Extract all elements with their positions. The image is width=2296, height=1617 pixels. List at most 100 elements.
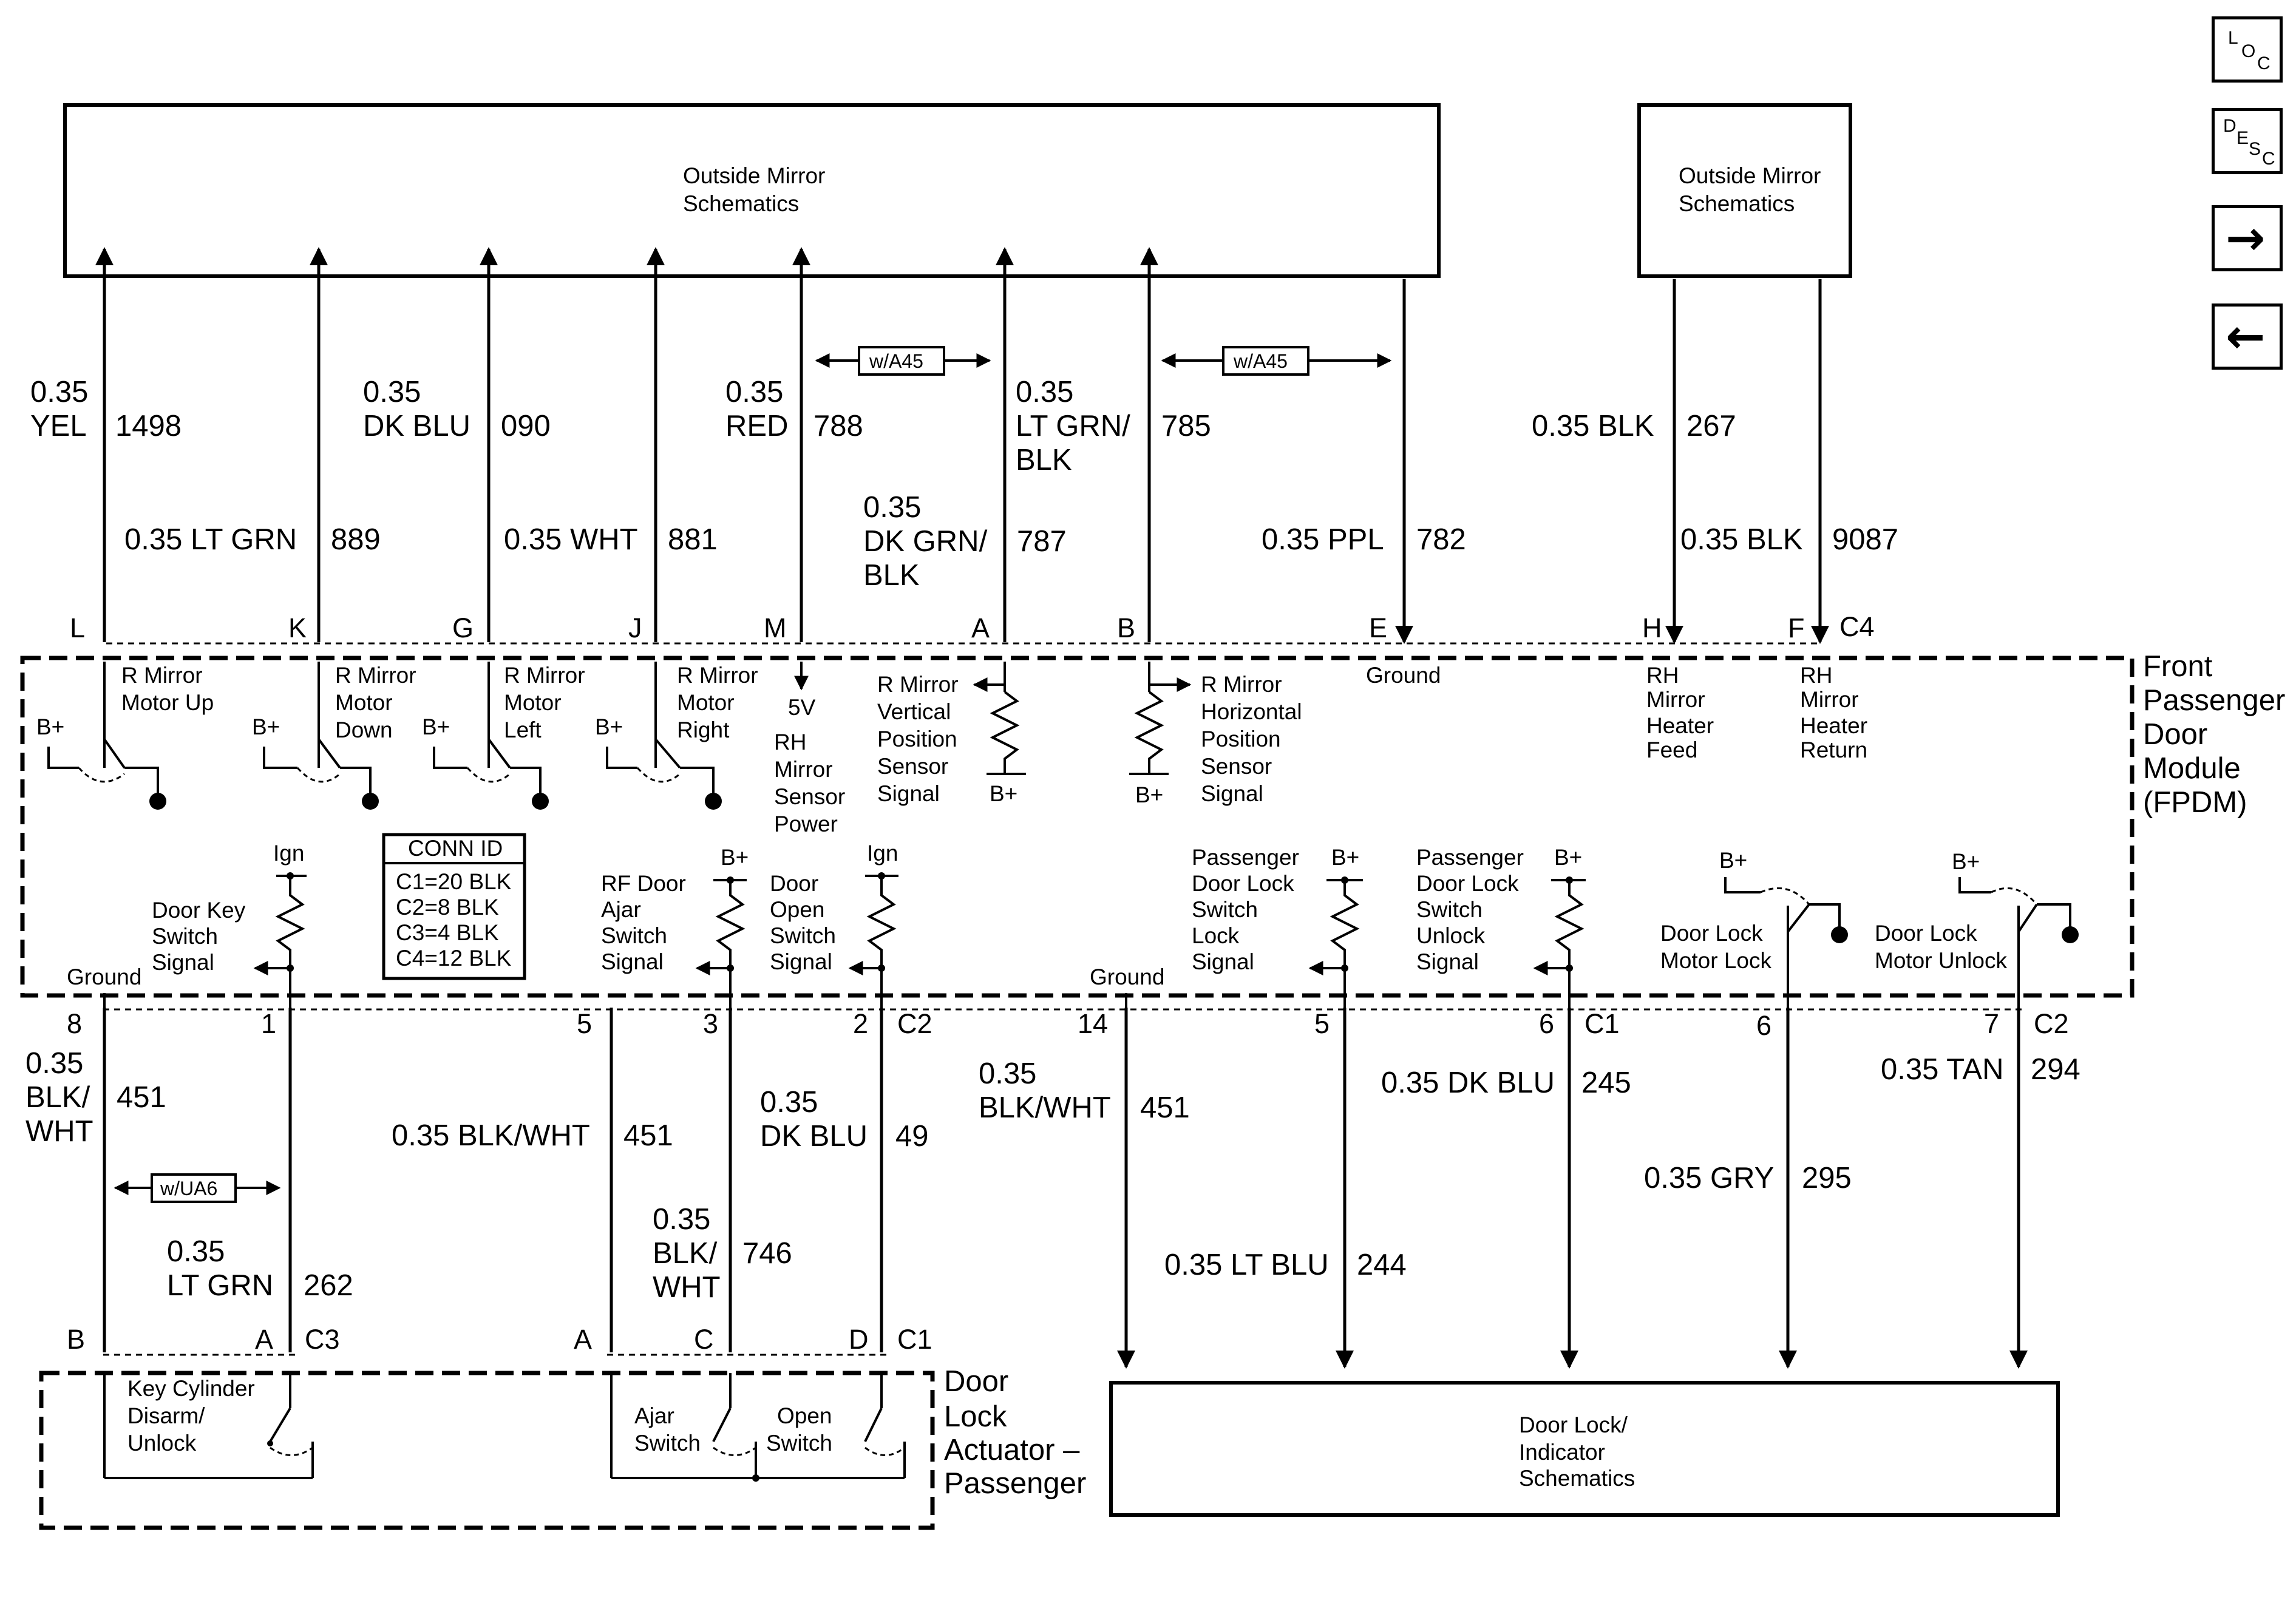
svg-text:Ign: Ign [867, 841, 898, 866]
svg-text:Ign: Ign [273, 841, 304, 866]
conn-c4: C4 [1839, 611, 1875, 642]
svg-text:2: 2 [853, 1008, 868, 1039]
fpdm-module-name: Front Passenger Door Module (FPDM) [2143, 650, 2285, 819]
wire-451-b: 5 0.35 BLK/WHT 451 A [392, 1008, 673, 1355]
svg-text:Mirror: Mirror [1646, 687, 1705, 712]
svg-text:Signal: Signal [1416, 949, 1479, 974]
svg-text:Front: Front [2143, 650, 2213, 683]
svg-text:6: 6 [1539, 1008, 1554, 1039]
next-button[interactable]: → [2212, 205, 2283, 271]
module-internals-bottom: Ign Door Key Switch Signal Ground B+ RF … [67, 841, 2079, 1008]
svg-text:Schematics: Schematics [1519, 1466, 1635, 1491]
svg-text:A: A [255, 1324, 273, 1355]
svg-text:267: 267 [1686, 410, 1736, 442]
wire-451-c: 14 0.35 BLK/WHT 451 [979, 1008, 1190, 1369]
svg-text:451: 451 [1140, 1091, 1190, 1124]
svg-text:0.35: 0.35 [167, 1235, 225, 1268]
svg-text:Down: Down [335, 717, 393, 742]
loc-letter-l: L [2228, 28, 2238, 48]
svg-text:B+: B+ [1331, 845, 1359, 870]
outside-mirror-schematics-box-right: Outside Mirror Schematics [1637, 103, 1852, 278]
svg-text:C3=4 BLK: C3=4 BLK [396, 920, 499, 945]
wire-782: 0.35 PPL 782 E [1262, 279, 1466, 644]
svg-text:0.35: 0.35 [760, 1086, 818, 1119]
svg-text:WHT: WHT [25, 1115, 93, 1148]
svg-text:8: 8 [67, 1008, 82, 1039]
svg-text:Indicator: Indicator [1519, 1440, 1605, 1465]
svg-text:Lock: Lock [944, 1400, 1007, 1433]
svg-text:Mirror: Mirror [774, 757, 833, 782]
arrow-right-icon: → [2226, 211, 2266, 266]
svg-text:E: E [1369, 612, 1387, 643]
wire-49: 2 0.35 DK BLU 49 D [760, 1008, 929, 1355]
svg-text:BLK: BLK [863, 559, 920, 592]
svg-text:0.35 WHT: 0.35 WHT [504, 523, 638, 556]
svg-text:Right: Right [677, 717, 730, 742]
svg-text:451: 451 [117, 1081, 166, 1114]
svg-text:Ajar: Ajar [601, 897, 641, 922]
svg-text:0.35 TAN: 0.35 TAN [1881, 1053, 2003, 1086]
description-button[interactable]: D E S C [2212, 108, 2283, 174]
svg-text:1: 1 [261, 1008, 276, 1039]
conn-c3: C3 [305, 1324, 340, 1355]
svg-text:CONN ID: CONN ID [408, 836, 503, 861]
svg-text:Door: Door [2143, 718, 2207, 751]
svg-text:1498: 1498 [115, 410, 182, 442]
svg-text:B+: B+ [990, 781, 1017, 806]
svg-text:0.35: 0.35 [1016, 376, 1073, 408]
svg-text:Door: Door [944, 1365, 1008, 1398]
svg-text:F: F [1788, 612, 1805, 643]
svg-text:5: 5 [577, 1008, 592, 1039]
svg-text:(FPDM): (FPDM) [2143, 786, 2247, 819]
svg-text:C2=8 BLK: C2=8 BLK [396, 895, 499, 920]
previous-button[interactable]: ← [2212, 303, 2283, 370]
svg-text:Switch: Switch [634, 1431, 701, 1456]
svg-text:Signal: Signal [152, 950, 214, 975]
wire-785: 0.35 LT GRN/ BLK 785 B [1016, 247, 1211, 643]
svg-text:Open: Open [777, 1403, 832, 1428]
wire-787: 0.35 DK GRN/ BLK 787 A [863, 247, 1067, 643]
svg-text:0.35 BLK: 0.35 BLK [1680, 523, 1803, 556]
svg-text:WHT: WHT [653, 1271, 721, 1304]
svg-text:Door Lock: Door Lock [1875, 921, 1977, 946]
svg-text:R Mirror: R Mirror [121, 663, 203, 688]
svg-text:0.35 DK BLU: 0.35 DK BLU [1381, 1066, 1555, 1099]
svg-text:788: 788 [813, 410, 863, 442]
svg-text:Outside Mirror: Outside Mirror [1679, 163, 1821, 188]
svg-text:B: B [1117, 612, 1135, 643]
bottom-wires: 8 0.35 BLK/ WHT 451 B 1 0.35 LT GRN 2 6 2 … [25, 1008, 2080, 1369]
wire-451-a: 8 0.35 BLK/ WHT 451 B [25, 1008, 166, 1355]
svg-text:49: 49 [895, 1120, 929, 1153]
wire-1498: 0.35 YEL 1498 L [30, 247, 182, 643]
conn-c1-actuator: C1 [897, 1324, 932, 1355]
svg-text:Outside Mirror: Outside Mirror [683, 163, 825, 188]
svg-text:Sensor: Sensor [877, 754, 948, 779]
location-button[interactable]: L O C [2212, 16, 2283, 83]
actuator-internals: Key Cylinder Disarm/ Unlock Ajar Switch … [103, 1373, 906, 1482]
desc-letter-e: E [2237, 128, 2249, 148]
conn-c2-right: C2 [2034, 1008, 2069, 1039]
svg-text:R Mirror: R Mirror [1201, 672, 1282, 697]
svg-text:BLK/: BLK/ [25, 1081, 90, 1114]
svg-text:K: K [288, 612, 307, 643]
wire-9087: 0.35 BLK 9087 F [1680, 279, 1898, 644]
svg-text:Ajar: Ajar [634, 1403, 674, 1428]
svg-text:Switch: Switch [770, 923, 836, 948]
svg-text:Switch: Switch [766, 1431, 832, 1456]
svg-text:7: 7 [1984, 1008, 1999, 1039]
door-lock-actuator-name: Door Lock Actuator – Passenger [944, 1365, 1086, 1500]
svg-text:Disarm/: Disarm/ [127, 1403, 205, 1428]
svg-text:LT GRN: LT GRN [167, 1269, 273, 1302]
svg-text:w/UA6: w/UA6 [160, 1178, 217, 1199]
wire-881: 0.35 WHT 881 J [504, 247, 718, 643]
arrow-left-icon: ← [2226, 310, 2266, 364]
svg-text:C: C [694, 1324, 714, 1355]
svg-text:YEL: YEL [30, 410, 87, 442]
svg-text:881: 881 [668, 523, 718, 556]
svg-text:RF Door: RF Door [601, 871, 686, 896]
svg-text:Passenger: Passenger [944, 1467, 1086, 1500]
svg-text:Signal: Signal [1201, 781, 1263, 806]
svg-text:Door Lock/: Door Lock/ [1519, 1412, 1628, 1437]
svg-text:BLK/WHT: BLK/WHT [979, 1091, 1111, 1124]
svg-text:0.35 BLK/WHT: 0.35 BLK/WHT [392, 1119, 590, 1152]
